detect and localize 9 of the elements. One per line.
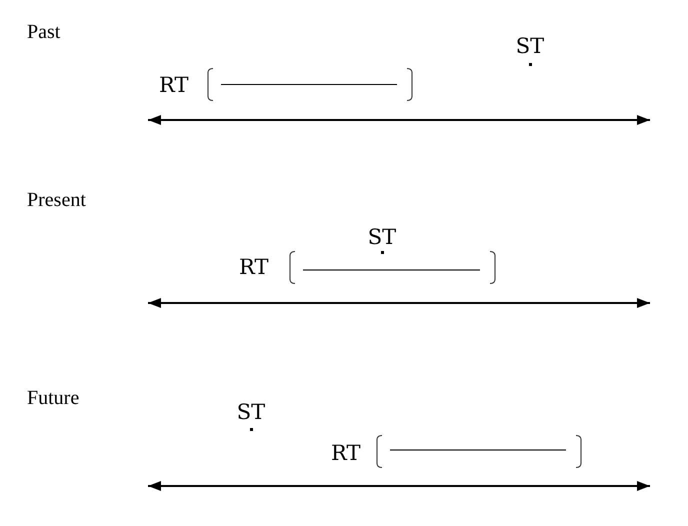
interval-label: RT xyxy=(331,443,360,464)
point-label: ST xyxy=(516,36,544,57)
section-heading: Past xyxy=(27,22,60,42)
point-label: ST xyxy=(236,402,266,423)
interval-label: RT xyxy=(239,257,268,278)
section-heading: Future xyxy=(27,388,80,408)
point-label: ST xyxy=(368,227,396,248)
section-heading: Present xyxy=(27,190,86,210)
interval-label: RT xyxy=(159,75,188,96)
